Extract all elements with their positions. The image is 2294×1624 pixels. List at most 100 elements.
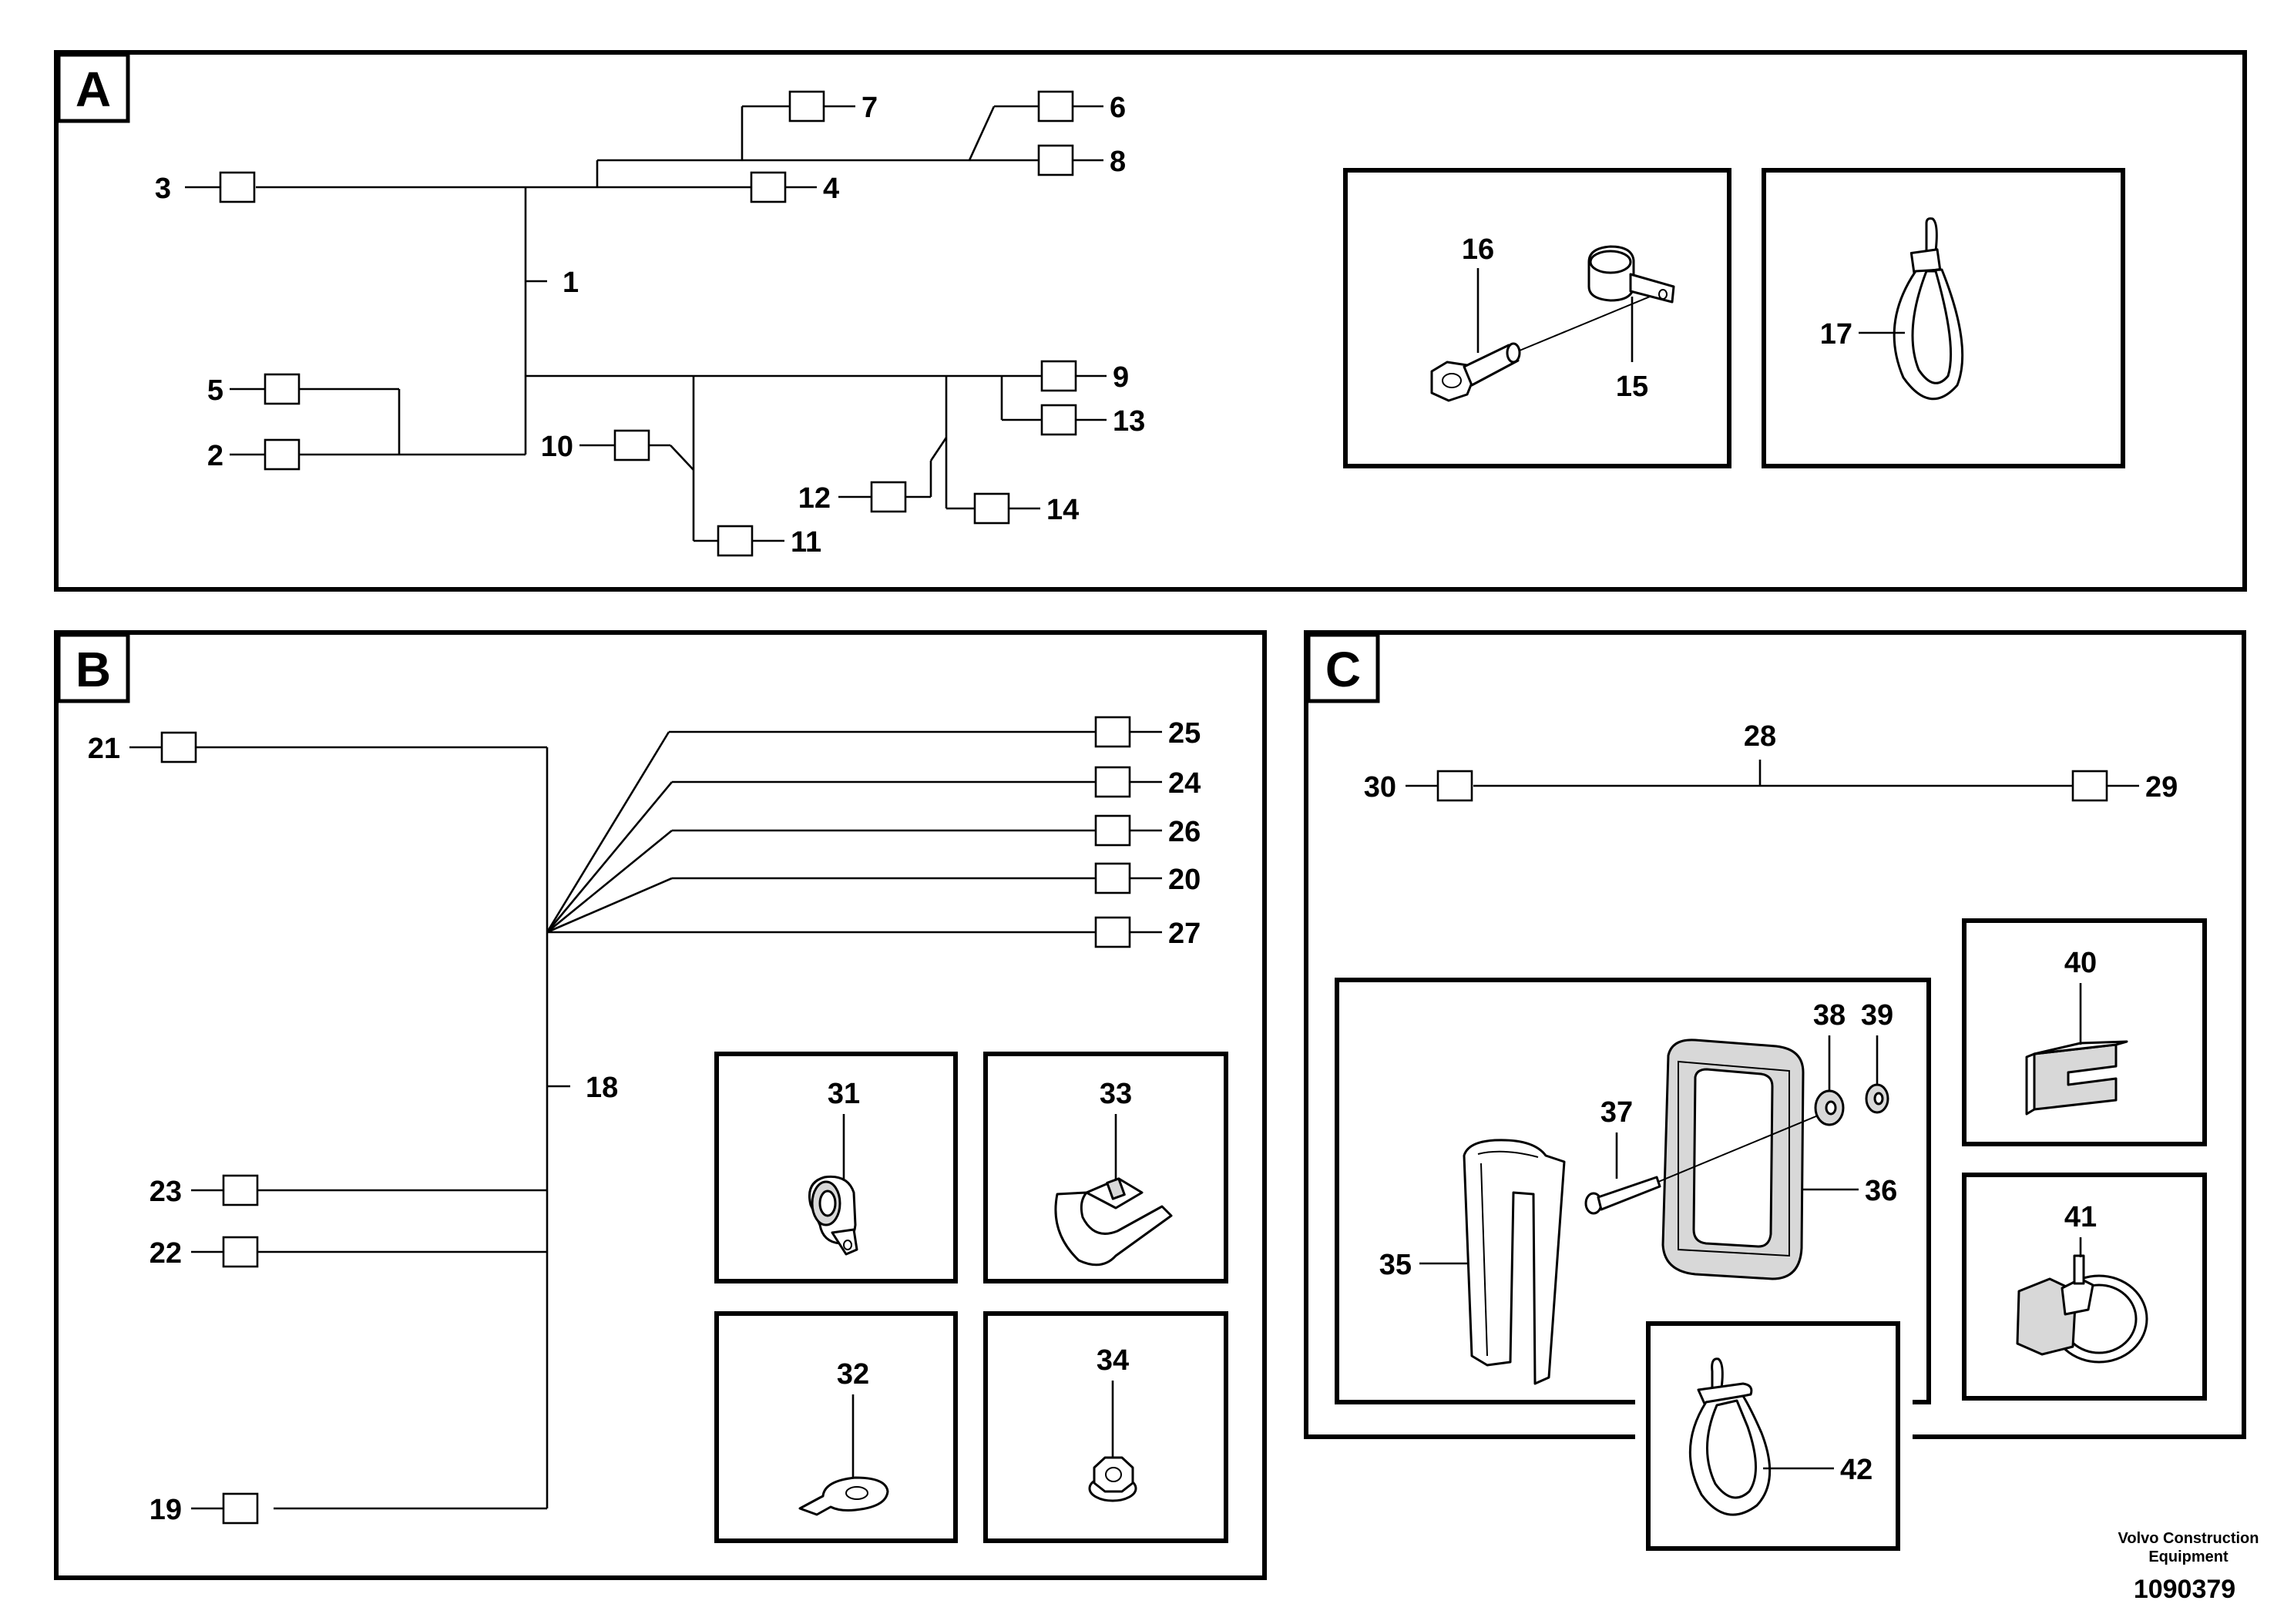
label-38: 38 xyxy=(1813,999,1846,1032)
label-42: 42 xyxy=(1840,1454,1872,1486)
cable-tie-icon xyxy=(1893,217,1964,401)
label-22: 22 xyxy=(149,1237,182,1270)
label-7: 7 xyxy=(862,92,878,124)
washer-icon xyxy=(1814,1089,1845,1126)
grommet-icon xyxy=(808,1175,858,1256)
label-34: 34 xyxy=(1097,1344,1129,1377)
label-17: 17 xyxy=(1820,318,1852,351)
inset-tie-holder-gap xyxy=(1635,1316,1913,1555)
section-c-letter: C xyxy=(1325,642,1361,697)
c-clip-icon xyxy=(2025,1040,2128,1116)
connector-30 xyxy=(1436,770,1473,802)
label-2: 2 xyxy=(207,440,223,472)
section-b-frame xyxy=(54,630,1267,1580)
label-9: 9 xyxy=(1113,361,1129,394)
label-5: 5 xyxy=(207,374,223,407)
label-36: 36 xyxy=(1865,1175,1897,1207)
label-39: 39 xyxy=(1861,999,1893,1032)
label-33: 33 xyxy=(1100,1078,1132,1110)
inset-clamp-holder: 41 xyxy=(1962,1173,2207,1401)
label-10: 10 xyxy=(541,431,573,463)
harness-a-wires xyxy=(256,105,1042,542)
connector-22 xyxy=(222,1236,259,1268)
inset-band-clamp: 33 xyxy=(983,1052,1228,1283)
flange-nut-icon xyxy=(1088,1456,1137,1502)
section-a-frame xyxy=(54,50,2247,592)
clamp-holder-icon xyxy=(2016,1254,2148,1364)
label-6: 6 xyxy=(1110,92,1126,124)
label-25: 25 xyxy=(1168,717,1201,750)
screw-icon xyxy=(1584,1176,1661,1215)
inset-tie-holder-frame xyxy=(1646,1321,1900,1551)
label-11: 11 xyxy=(791,526,821,559)
connector-12 xyxy=(870,481,907,513)
section-b-tag xyxy=(56,632,130,703)
inset-nut-frame xyxy=(983,1311,1228,1543)
connector-3 xyxy=(219,171,256,203)
connector-23 xyxy=(222,1174,259,1206)
inset-grommet-frame xyxy=(714,1052,958,1283)
connectors-b xyxy=(129,716,1162,1525)
label-26: 26 xyxy=(1168,816,1201,848)
label-13: 13 xyxy=(1113,405,1145,438)
label-14: 14 xyxy=(1046,494,1079,526)
connector-9 xyxy=(1040,360,1077,392)
connector-7 xyxy=(788,90,825,122)
inset-nut: 34 xyxy=(983,1311,1228,1543)
label-37: 37 xyxy=(1600,1096,1633,1129)
connector-4 xyxy=(750,171,787,203)
cable-tie-holder-icon xyxy=(1688,1357,1772,1516)
u-channel-icon xyxy=(1463,1139,1566,1385)
inset-grommet-frame-parts-frame xyxy=(1335,978,1931,1404)
connector-6 xyxy=(1037,90,1074,122)
label-40: 40 xyxy=(2064,947,2097,979)
section-b: B xyxy=(54,630,1267,1580)
label-1: 1 xyxy=(563,267,579,299)
connector-14 xyxy=(973,492,1010,525)
label-30: 30 xyxy=(1364,771,1396,804)
section-c-tag xyxy=(1306,632,1380,703)
small-washer-icon xyxy=(1865,1083,1889,1114)
grommet-frame-icon xyxy=(1661,1038,1805,1280)
section-a-letter: A xyxy=(76,62,111,117)
inset-cable-tie-frame xyxy=(1762,168,2125,468)
inset-band-clamp-frame xyxy=(983,1052,1228,1283)
connector-10 xyxy=(613,429,650,461)
connector-25 xyxy=(1094,716,1131,748)
label-4: 4 xyxy=(823,173,839,205)
inset-cable-tie: 17 xyxy=(1762,168,2125,468)
connector-20 xyxy=(1094,862,1131,894)
label-3: 3 xyxy=(155,173,171,205)
inset-c-clip: 40 xyxy=(1962,918,2207,1146)
connector-19 xyxy=(222,1492,259,1525)
label-31: 31 xyxy=(828,1078,860,1110)
section-b-letter: B xyxy=(76,642,111,697)
label-20: 20 xyxy=(1168,864,1201,896)
harness-b-wires xyxy=(196,730,1096,1510)
label-16: 16 xyxy=(1462,233,1494,266)
company-line-2: Equipment xyxy=(2148,1549,2229,1565)
band-clamp-icon xyxy=(1054,1177,1173,1267)
label-32: 32 xyxy=(837,1358,869,1391)
bolt-icon xyxy=(1430,342,1521,402)
label-8: 8 xyxy=(1110,146,1126,178)
connectors-a xyxy=(185,90,1107,557)
connector-5 xyxy=(264,373,301,405)
section-a: A xyxy=(54,50,2247,592)
label-19: 19 xyxy=(149,1494,182,1526)
inset-washer-tab: 32 xyxy=(714,1311,958,1543)
label-23: 23 xyxy=(149,1176,182,1208)
section-c: C 30 29 28 35 xyxy=(1304,630,2246,1555)
connector-24 xyxy=(1094,766,1131,798)
inset-c-clip-frame xyxy=(1962,918,2207,1146)
connector-2 xyxy=(264,438,301,471)
connector-13 xyxy=(1040,404,1077,436)
inset-clamp-holder-frame xyxy=(1962,1173,2207,1401)
label-12: 12 xyxy=(798,482,831,515)
label-28: 28 xyxy=(1744,720,1776,753)
label-35: 35 xyxy=(1379,1249,1412,1281)
label-41: 41 xyxy=(2064,1201,2097,1233)
company-line-1: Volvo Construction xyxy=(2118,1530,2259,1547)
